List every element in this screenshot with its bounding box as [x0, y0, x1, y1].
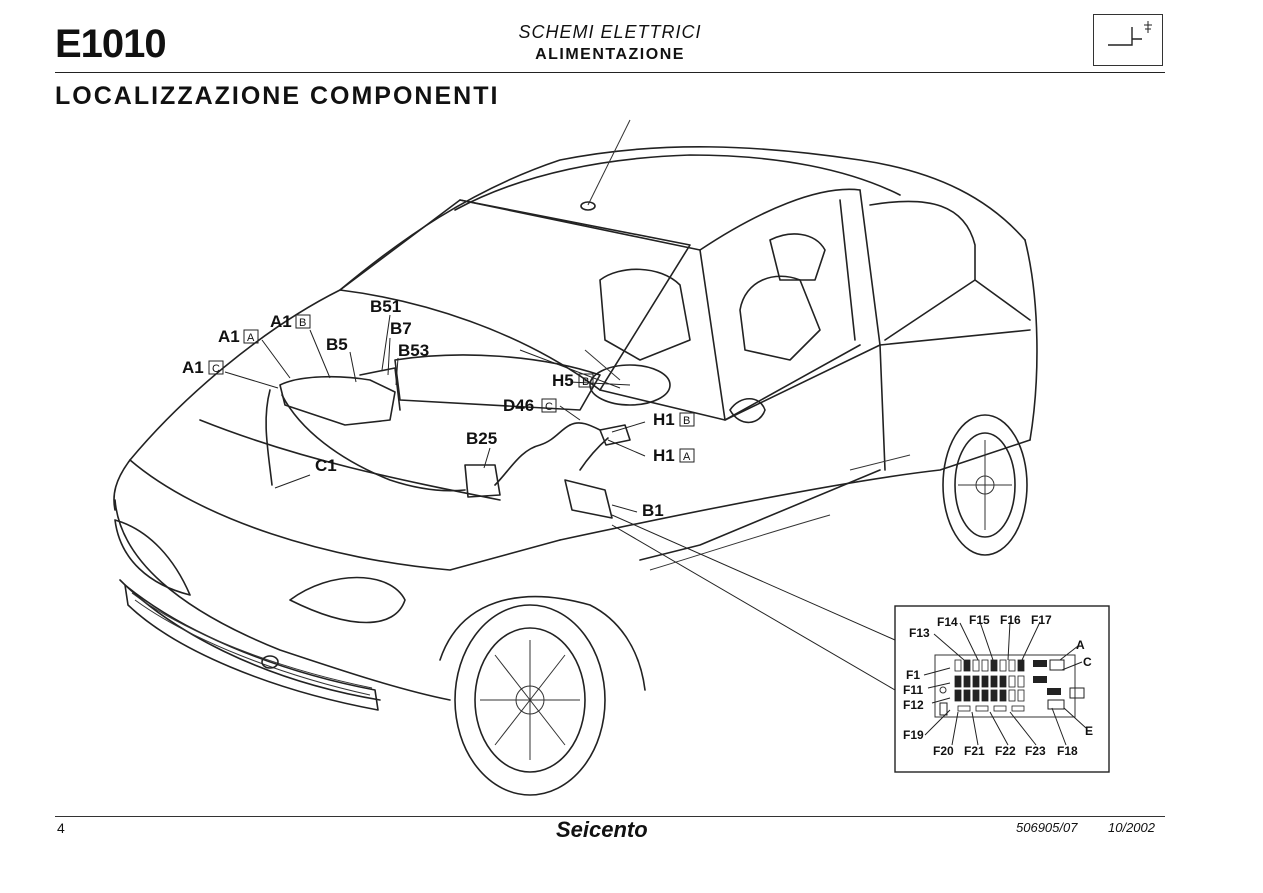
- fuse-slot: [981, 659, 989, 672]
- label-h5b-suffix: B: [582, 376, 589, 388]
- label-a1a: A1 A: [218, 327, 259, 346]
- document-code: E1010: [55, 22, 167, 66]
- fuse-slot: [1017, 659, 1025, 672]
- fuse-slot: [990, 689, 998, 702]
- label-c1: C1: [315, 456, 337, 475]
- fuse-label-f18: F18: [1057, 744, 1078, 758]
- model-name: Seicento: [556, 817, 648, 842]
- component-labels: A1 A A1 B A1 C B5 B51 B7 B53 H5 B D46 C …: [182, 297, 695, 520]
- connector-label-e: E: [1085, 724, 1093, 738]
- label-a1a-code: A1: [218, 327, 240, 346]
- fuse-slot: [981, 689, 989, 702]
- label-a1a-suffix: A: [247, 332, 255, 344]
- fuse-slot: [990, 675, 998, 688]
- label-b1: B1: [642, 501, 664, 520]
- fuse-slot: [999, 689, 1007, 702]
- document-date: 10/2002: [1108, 820, 1155, 835]
- label-b7: B7: [390, 319, 412, 338]
- fuse-slot: [963, 659, 971, 672]
- fuse-slot: [954, 675, 962, 688]
- fuse-label-f22: F22: [995, 744, 1016, 758]
- label-a1b-code: A1: [270, 312, 292, 331]
- document-number: 506905/07: [1016, 820, 1078, 835]
- wiring-harness: [265, 367, 631, 519]
- page-number: 4: [57, 820, 65, 836]
- fuse-slot: [1008, 659, 1016, 672]
- label-h1b-code: H1: [653, 410, 675, 429]
- fuse-slot-lower: [975, 705, 989, 712]
- fuse-label-f11: F11: [903, 683, 923, 697]
- section-logo: [1093, 14, 1163, 66]
- fuse-label-f15: F15: [969, 613, 990, 627]
- label-h5b: H5 B: [552, 371, 594, 390]
- fuse-slot: [1017, 675, 1025, 688]
- fuse-slot: [963, 689, 971, 702]
- fuse-slot-lower: [1011, 705, 1025, 712]
- label-a1b-suffix: B: [299, 317, 306, 329]
- label-h1a: H1 A: [653, 446, 695, 465]
- fuse-slot: [972, 659, 980, 672]
- fuse-slot-lower: [993, 705, 1007, 712]
- fuse-slot: [972, 689, 980, 702]
- fuse-slot: [1008, 675, 1016, 688]
- fuse-label-f17: F17: [1031, 613, 1052, 627]
- label-a1c-suffix: C: [212, 363, 220, 375]
- connector-label-c: C: [1083, 655, 1092, 669]
- subsection-title: ALIMENTAZIONE: [535, 46, 685, 63]
- label-h1a-code: H1: [653, 446, 675, 465]
- label-a1b: A1 B: [270, 312, 311, 331]
- label-b51: B51: [370, 297, 401, 316]
- fuse-slot: [1017, 689, 1025, 702]
- fuse-label-f13: F13: [909, 626, 930, 640]
- fuse-grid: [954, 659, 1025, 712]
- leader-lines: [224, 314, 896, 691]
- fuse-label-f20: F20: [933, 744, 954, 758]
- fuse-label-f21: F21: [964, 744, 985, 758]
- fuse-box-inset: F1 F11 F12 F13 F14 F15 F16 F17 F18 F19 F…: [894, 605, 1110, 773]
- fuse-label-f14: F14: [937, 615, 958, 629]
- fuse-slot-lower: [957, 705, 971, 712]
- label-h1b: H1 B: [653, 410, 695, 429]
- label-a1c: A1 C: [182, 358, 224, 377]
- wiring-symbol-icon: [1108, 21, 1152, 46]
- fuse-slot: [1008, 689, 1016, 702]
- label-b25: B25: [466, 429, 497, 448]
- label-b5: B5: [326, 335, 348, 354]
- page-title: LOCALIZZAZIONE COMPONENTI: [55, 82, 500, 110]
- label-d46c-code: D46: [503, 396, 534, 415]
- connector-label-a: A: [1076, 638, 1085, 652]
- footer-divider: [55, 816, 1165, 817]
- label-b53: B53: [398, 341, 429, 360]
- fuse-label-f19: F19: [903, 728, 924, 742]
- label-h1b-suffix: B: [683, 415, 690, 427]
- label-h5b-code: H5: [552, 371, 574, 390]
- fuse-slot: [954, 689, 962, 702]
- fuse-slot: [972, 675, 980, 688]
- car-illustration: [113, 119, 1038, 796]
- fuse-slot: [954, 659, 962, 672]
- fuse-slot: [999, 659, 1007, 672]
- fuse-slot: [963, 675, 971, 688]
- header-divider: [55, 72, 1165, 73]
- fuse-label-f1: F1: [906, 668, 920, 682]
- label-d46c: D46 C: [503, 396, 557, 415]
- fuse-label-f12: F12: [903, 698, 924, 712]
- fuse-label-f16: F16: [1000, 613, 1021, 627]
- label-h1a-suffix: A: [683, 451, 691, 463]
- label-d46c-suffix: C: [545, 401, 553, 413]
- section-title: SCHEMI ELETTRICI: [518, 22, 702, 42]
- fuse-slot: [999, 675, 1007, 688]
- label-a1c-code: A1: [182, 358, 204, 377]
- fuse-label-f23: F23: [1025, 744, 1046, 758]
- fuse-slot: [981, 675, 989, 688]
- fuse-slot: [990, 659, 998, 672]
